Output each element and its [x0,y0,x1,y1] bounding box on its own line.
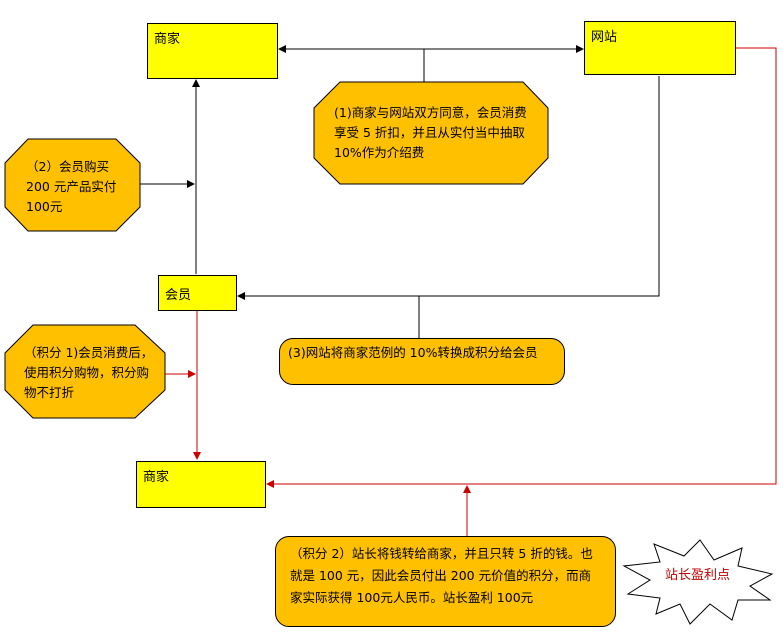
profit-burst-label: 站长盈利点 [665,568,731,583]
points-spend-text: （积分 1)会员消费后，使用积分购物，积分购物不打折 [24,345,154,400]
points-convert-text: (3)网站将商家范例的 10%转换成积分给会员 [288,345,538,360]
merchant-bottom-box: 商家 [136,461,266,508]
owner-transfer-text: （积分 2）站长将钱转给商家，并且只转 5 折的钱。也就是 100 元，因此会员… [290,546,593,605]
website-label: 网站 [591,30,618,45]
points-spend-note: （积分 1)会员消费后，使用积分购物，积分购物不打折 [24,343,158,407]
member-purchase-octagon [4,138,141,232]
agreement-note: (1)商家与网站双方同意，会员消费享受 5 折扣，并且从实付当中抽取 10%作为… [334,103,534,167]
points-convert-note: (3)网站将商家范例的 10%转换成积分给会员 [279,338,565,385]
merchant-top-box: 商家 [147,23,278,79]
member-label: 会员 [165,288,192,303]
arrow-website-to-merchant-bottom [266,47,777,488]
agreement-octagon [313,81,549,185]
website-box: 网站 [584,21,736,75]
arrow-website-to-member [237,76,660,300]
points-spend-octagon [4,324,166,419]
member-purchase-note: （2）会员购买 200 元产品实付 100元 [26,157,126,221]
merchant-top-label: 商家 [154,32,181,47]
member-purchase-text: （2）会员购买 200 元产品实付 100元 [26,159,117,214]
owner-transfer-note: （积分 2）站长将钱转给商家，并且只转 5 折的钱。也就是 100 元，因此会员… [275,536,616,627]
profit-burst [622,539,774,625]
agreement-text: (1)商家与网站双方同意，会员消费享受 5 折扣，并且从实付当中抽取 10%作为… [334,105,527,160]
member-box: 会员 [158,275,237,311]
merchant-bottom-label: 商家 [143,470,170,485]
